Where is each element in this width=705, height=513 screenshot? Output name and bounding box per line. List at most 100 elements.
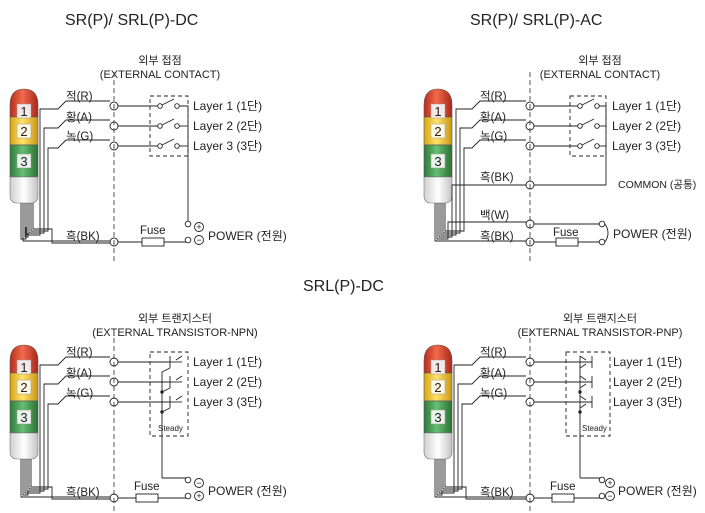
transistor-box: [149, 351, 189, 437]
transistor-box: [565, 351, 611, 437]
panel-dc-contact: 외부 접점 (EXTERNAL CONTACT) 1 2 3 적(R) 황(A: [9, 54, 287, 262]
layer-2-label: Layer 2 (2단): [612, 119, 681, 133]
power-terminal-plus: [598, 476, 606, 484]
minus-sign-circle: [194, 478, 204, 488]
lamp-digit-2: 2: [20, 380, 27, 395]
fuse-symbol: [141, 237, 165, 247]
power-terminal-minus: [598, 492, 606, 500]
wire-bundle: [434, 100, 526, 242]
layer-3-label: Layer 3 (3단): [613, 395, 682, 409]
layer-3-label: Layer 3 (3단): [612, 139, 681, 153]
wire-label-black: 흑(BK): [66, 229, 100, 243]
layer-3-label: Layer 3 (3단): [193, 139, 262, 153]
npn-header-ko: 외부 트랜지스터: [138, 312, 212, 325]
layer-1-label: Layer 1 (1단): [193, 355, 262, 369]
fuse-symbol: [135, 493, 159, 503]
lamp-digit-2: 2: [20, 124, 27, 139]
power-terminal-plus: [184, 220, 192, 228]
minus-sign: −: [196, 235, 201, 245]
power-terminal-a: [598, 220, 606, 228]
lamp-digit-1: 1: [20, 104, 27, 119]
power-label: POWER (전원): [613, 227, 692, 241]
lamp-digit-3: 3: [20, 410, 27, 425]
wire-bundle: [20, 100, 110, 244]
wire-label-red: 적(R): [480, 346, 507, 359]
power-terminal-minus: [184, 476, 192, 484]
plus-sign-circle: [194, 222, 204, 232]
wire-label-black-2: 흑(BK): [480, 229, 514, 243]
tower-lamp: 1 2 3: [9, 344, 39, 460]
fuse-label: Fuse: [553, 227, 579, 239]
wire-label-green: 녹(G): [480, 387, 507, 400]
power-terminal-plus: [184, 492, 192, 500]
fuse-symbol: [551, 493, 575, 503]
contact-header-en: (EXTERNAL CONTACT): [540, 69, 660, 81]
title-dc: SR(P)/ SRL(P)-DC: [65, 12, 198, 29]
layer-1-label: Layer 1 (1단): [612, 99, 681, 113]
plus-sign: +: [607, 478, 612, 488]
minus-sign: −: [607, 491, 612, 501]
panel-ac-contact: 외부 접점 (EXTERNAL CONTACT) 1 2 3 적(R) 황(A)…: [423, 54, 696, 262]
wire-label-yellow: 황(A): [480, 367, 506, 380]
wire-label-red: 적(R): [480, 90, 507, 103]
steady-label: Steady: [158, 424, 183, 433]
power-terminal-minus: [184, 236, 192, 244]
power-terminal-b: [598, 238, 606, 246]
contact-header-en: (EXTERNAL CONTACT): [100, 69, 220, 81]
fuse-symbol: [555, 237, 579, 247]
steady-label: Steady: [582, 424, 607, 433]
layer-2-label: Layer 2 (2단): [193, 119, 262, 133]
pnp-header-en: (EXTERNAL TRANSISTOR-PNP): [518, 327, 683, 339]
lamp-digit-3: 3: [434, 410, 441, 425]
lamp-digit-3: 3: [434, 154, 441, 169]
minus-sign-circle: [194, 235, 204, 245]
lamp-digit-1: 1: [434, 104, 441, 119]
wire-label-yellow: 황(A): [66, 367, 92, 380]
wire-label-green: 녹(G): [66, 387, 93, 400]
plus-sign-circle: [194, 491, 204, 501]
lamp-digit-2: 2: [434, 124, 441, 139]
wire-label-yellow: 황(A): [66, 111, 92, 124]
layer-3-label: Layer 3 (3단): [193, 395, 262, 409]
layer-2-label: Layer 2 (2단): [613, 375, 682, 389]
wire-bundle: [434, 356, 526, 500]
power-label: POWER (전원): [208, 229, 287, 243]
lamp-digit-2: 2: [434, 380, 441, 395]
wire-label-black: 흑(BK): [480, 170, 514, 184]
tower-lamp: 1 2 3: [423, 88, 453, 204]
layer-1-label: Layer 1 (1단): [193, 99, 262, 113]
lamp-digit-1: 1: [434, 360, 441, 375]
panel-pnp-transistor: 외부 트랜지스터 (EXTERNAL TRANSISTOR-PNP) 1 2 3…: [423, 312, 697, 513]
npn-transistors: [161, 355, 183, 478]
fuse-label: Fuse: [140, 225, 166, 237]
power-label: POWER (전원): [618, 484, 697, 498]
wire-label-green: 녹(G): [480, 130, 507, 143]
pnp-header-ko: 외부 트랜지스터: [563, 312, 637, 325]
title-ac: SR(P)/ SRL(P)-AC: [470, 12, 602, 29]
contact-switches: [577, 98, 600, 149]
plus-sign-circle: [605, 478, 615, 488]
panel-npn-transistor: 외부 트랜지스터 (EXTERNAL TRANSISTOR-NPN) 1 2 3…: [9, 312, 287, 513]
tower-lamp: 1 2 3: [9, 88, 39, 204]
plus-sign: +: [196, 491, 201, 501]
minus-sign-circle: [605, 491, 615, 501]
wire-bundle: [20, 356, 110, 500]
lamp-digit-3: 3: [20, 154, 27, 169]
wire-label-green: 녹(G): [66, 130, 93, 143]
contact-header-ko: 외부 접점: [138, 54, 182, 67]
fuse-label: Fuse: [134, 481, 160, 493]
wire-label-red: 적(R): [66, 90, 93, 103]
lamp-digit-1: 1: [20, 360, 27, 375]
common-label: COMMON (공통): [618, 179, 696, 191]
layer-2-label: Layer 2 (2단): [193, 375, 262, 389]
minus-sign: −: [196, 478, 201, 488]
power-label: POWER (전원): [208, 484, 287, 498]
fuse-label: Fuse: [550, 481, 576, 493]
wire-label-black: 흑(BK): [66, 485, 100, 499]
pnp-transistors: [579, 355, 593, 478]
wire-label-red: 적(R): [66, 346, 93, 359]
wire-label-yellow: 황(A): [480, 111, 506, 124]
contact-header-ko: 외부 접점: [578, 54, 622, 67]
tower-lamp: 1 2 3: [423, 344, 453, 460]
